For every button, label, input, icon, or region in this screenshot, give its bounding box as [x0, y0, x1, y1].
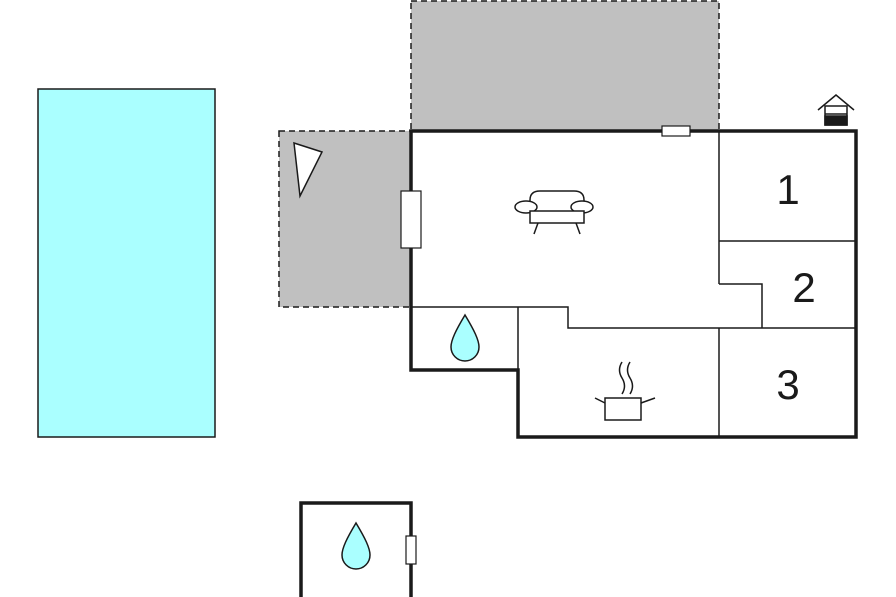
water-drop-icon	[341, 521, 371, 570]
room-label-1: 1	[776, 166, 799, 213]
water-drop-icon	[450, 313, 480, 362]
house-icon	[817, 94, 855, 126]
outdoor-shower	[299, 501, 413, 597]
room-label-3: 3	[776, 361, 799, 408]
exterior-walls	[409, 129, 858, 439]
window-shower	[405, 535, 417, 565]
window-north	[661, 125, 691, 137]
window-west	[400, 190, 422, 249]
cooking-pot-icon	[594, 361, 656, 421]
room-label-2: 2	[792, 264, 815, 311]
swimming-pool	[37, 88, 216, 438]
interior-walls	[411, 131, 856, 437]
terrace-north	[410, 0, 720, 133]
triangle-marker-icon	[293, 141, 324, 199]
sofa-icon	[514, 190, 594, 235]
